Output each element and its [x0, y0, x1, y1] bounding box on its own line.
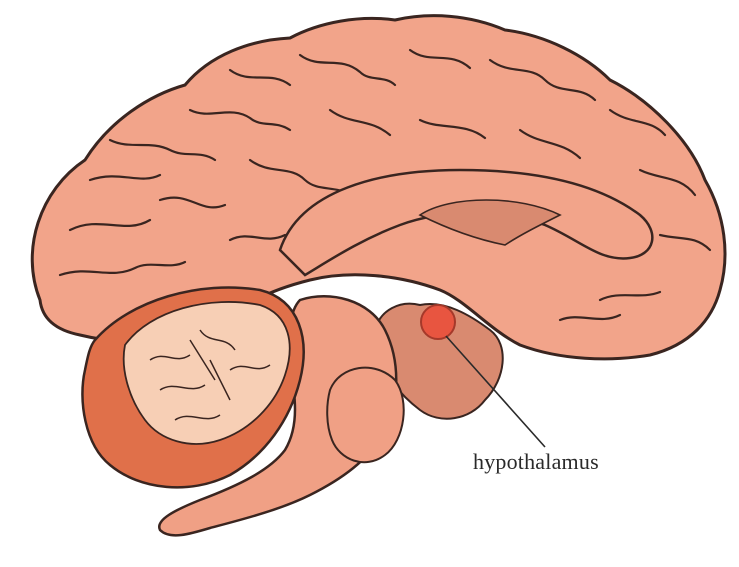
pons — [327, 368, 404, 463]
hypothalamus-label: hypothalamus — [473, 449, 599, 475]
hypothalamus-marker — [421, 305, 455, 339]
